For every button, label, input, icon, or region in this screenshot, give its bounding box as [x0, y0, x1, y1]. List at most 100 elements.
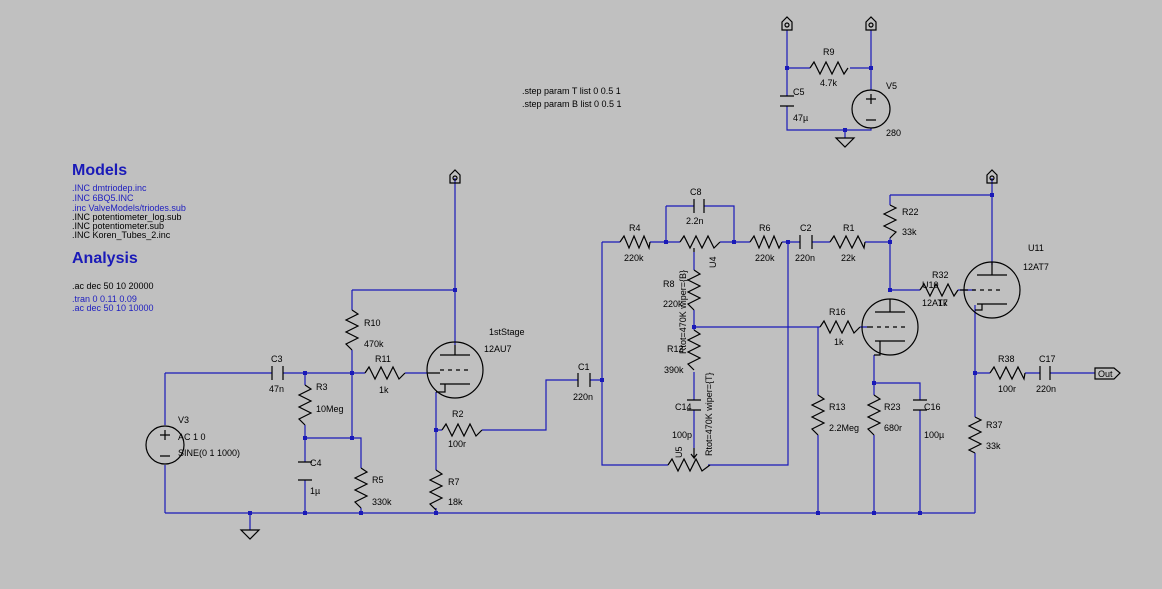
component-label: C5 — [793, 87, 805, 97]
component-value: 100µ — [924, 430, 944, 440]
potentiometer-u4[interactable] — [679, 234, 721, 252]
capacitor-c1[interactable] — [577, 373, 591, 387]
potentiometer-u5[interactable] — [667, 448, 711, 473]
voltage-source-v5[interactable] — [851, 89, 891, 129]
output-port-label: Out — [1098, 369, 1113, 379]
component-value: 100r — [448, 439, 466, 449]
component-value: 1k — [379, 385, 389, 395]
resistor-r16[interactable] — [819, 319, 861, 335]
capacitor-c5[interactable] — [780, 95, 794, 107]
resistor-r10[interactable] — [344, 309, 360, 351]
capacitor-c2[interactable] — [799, 235, 813, 249]
component-label: R12 — [667, 344, 684, 354]
component-value: 1k — [938, 298, 948, 308]
model-include-line[interactable]: .INC potentiometer_log.sub — [72, 212, 182, 222]
resistor-r8[interactable] — [686, 269, 702, 311]
resistor-r7[interactable] — [428, 469, 444, 511]
component-value: 12AU7 — [484, 344, 512, 354]
component-label: 1stStage — [489, 327, 525, 337]
component-value: 18k — [448, 497, 463, 507]
component-value: 12AT7 — [1023, 262, 1049, 272]
potentiometer-param: Rtot=470K wiper={T} — [704, 372, 714, 456]
triode-tube-u10[interactable] — [861, 298, 919, 356]
model-include-line[interactable]: .inc ValveModels/triodes.sub — [72, 203, 186, 213]
component-value: 4.7k — [820, 78, 838, 88]
component-value: 100p — [672, 430, 692, 440]
component-value: 280 — [886, 128, 901, 138]
component-label: R1 — [843, 223, 855, 233]
component-label: R11 — [375, 354, 391, 364]
component-value: 1µ — [310, 486, 320, 496]
component-value: 220k — [663, 299, 683, 309]
capacitor-c16[interactable] — [913, 399, 927, 411]
analysis-directive-line[interactable]: .ac dec 50 10 10000 — [72, 303, 154, 313]
resistor-r23[interactable] — [866, 394, 882, 436]
triode-tube-u11[interactable] — [960, 261, 1021, 319]
component-label: R37 — [986, 420, 1003, 430]
ground-icon[interactable] — [834, 137, 856, 148]
wires — [164, 30, 1095, 530]
component-value: 330k — [372, 497, 392, 507]
resistor-r2[interactable] — [441, 422, 483, 438]
component-label: R23 — [884, 402, 901, 412]
models-heading: Models — [72, 162, 127, 179]
triode-tube-1ststage[interactable] — [426, 341, 484, 399]
component-label: R5 — [372, 475, 384, 485]
component-value: 1k — [834, 337, 844, 347]
resistor-r9[interactable] — [809, 60, 849, 76]
component-value: 33k — [986, 441, 1001, 451]
capacitor-c17[interactable] — [1039, 366, 1051, 380]
component-value: 390k — [664, 365, 684, 375]
component-label: C2 — [800, 223, 812, 233]
resistor-r22[interactable] — [882, 204, 898, 239]
resistor-r5[interactable] — [353, 467, 369, 509]
resistor-r6[interactable] — [749, 234, 783, 250]
analysis-directive-line[interactable]: .ac dec 50 10 20000 — [72, 281, 154, 291]
analysis-directive-line[interactable]: .tran 0 0.11 0.09 — [72, 294, 137, 304]
ground-icon[interactable] — [239, 529, 261, 540]
component-label: R38 — [998, 354, 1015, 364]
component-label: U11 — [1028, 243, 1044, 253]
resistor-r13[interactable] — [810, 394, 826, 436]
model-include-line[interactable]: .INC 6BQ5.INC — [72, 193, 134, 203]
resistor-r4[interactable] — [619, 234, 651, 251]
supply-flag[interactable] — [781, 16, 793, 31]
model-include-line[interactable]: .INC potentiometer.sub — [72, 221, 164, 231]
resistor-r3[interactable] — [297, 384, 313, 426]
component-value: 220n — [1036, 384, 1056, 394]
model-include-line[interactable]: .INC dmtriodep.inc — [72, 183, 147, 193]
resistor-r38[interactable] — [989, 365, 1026, 381]
voltage-source-v3[interactable] — [145, 425, 185, 465]
component-value: 12AT7 — [922, 298, 948, 308]
component-value: 47n — [269, 384, 284, 394]
capacitor-c3[interactable] — [271, 366, 284, 380]
component-value: 2.2Meg — [829, 423, 859, 433]
component-value: 470k — [364, 339, 384, 349]
resistor-r1[interactable] — [829, 234, 866, 250]
resistor-r37[interactable] — [967, 416, 983, 454]
component-label: R4 — [629, 223, 641, 233]
capacitor-c14[interactable] — [687, 399, 701, 411]
output-port[interactable] — [1094, 367, 1121, 380]
component-label: V5 — [886, 81, 897, 91]
resistor-r11[interactable] — [364, 365, 406, 381]
resistor-r32[interactable] — [919, 282, 959, 298]
capacitor-c8[interactable] — [693, 199, 705, 213]
step-directive[interactable]: .step param T list 0 0.5 1 — [522, 86, 621, 96]
supply-flag[interactable] — [986, 169, 998, 184]
model-include-line[interactable]: .INC Koren_Tubes_2.inc — [72, 230, 171, 240]
step-directive[interactable]: .step param B list 0 0.5 1 — [522, 99, 622, 109]
component-value: 47µ — [793, 113, 808, 123]
component-label: R13 — [829, 402, 846, 412]
component-label: C4 — [310, 458, 322, 468]
component-label: C3 — [271, 354, 283, 364]
component-label: R9 — [823, 47, 835, 57]
supply-flag[interactable] — [865, 16, 877, 31]
capacitor-c4[interactable] — [298, 461, 312, 481]
models-list: .INC dmtriodep.inc .INC 6BQ5.INC .inc Va… — [72, 183, 186, 240]
supply-flag[interactable] — [449, 169, 461, 184]
potentiometer-param: Rtot=470K wiper={B} — [678, 270, 688, 354]
resistor-r12[interactable] — [686, 329, 702, 371]
component-label: R10 — [364, 318, 381, 328]
